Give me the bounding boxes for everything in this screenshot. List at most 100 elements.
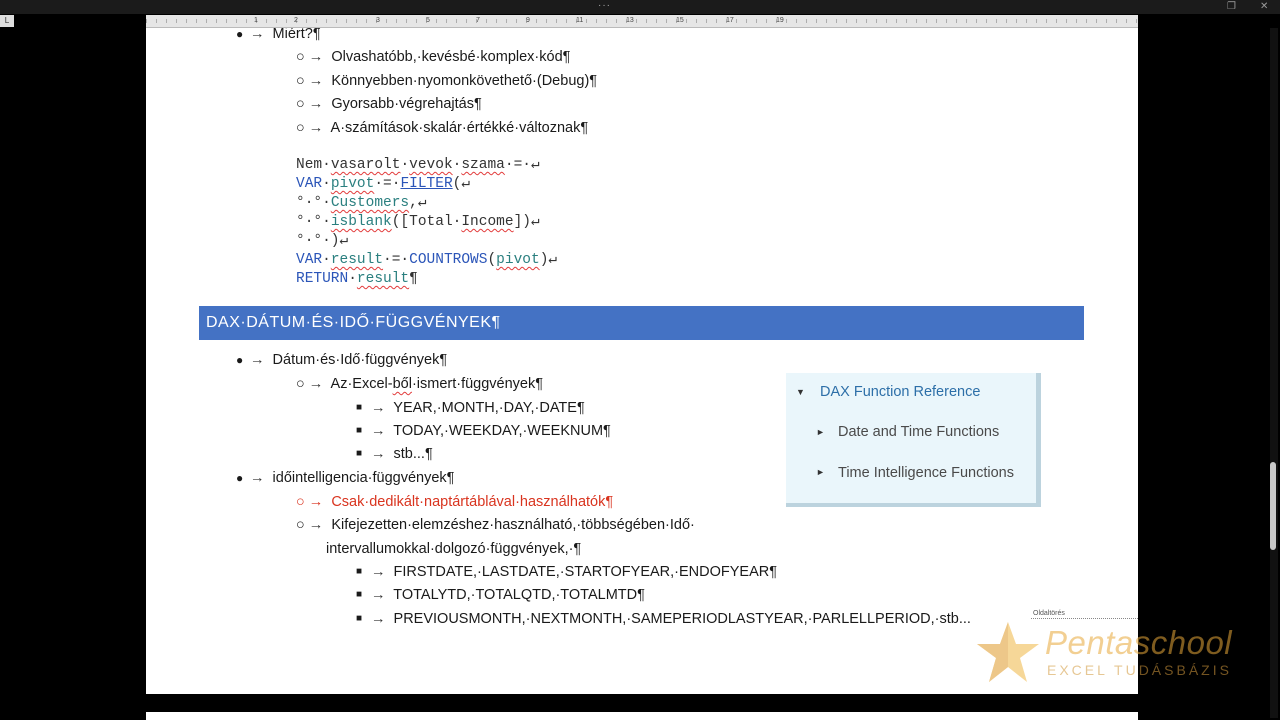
tab-arrow-icon: → [308, 73, 324, 89]
tab-arrow-icon: → [308, 49, 324, 65]
ruler-number: 1 [254, 17, 258, 24]
circle-bullet-icon: ○ [296, 120, 305, 136]
list-text: Olvashatóbb,·kevésbé·komplex·kód¶ [331, 49, 571, 65]
list-text: Miért?¶ [272, 28, 321, 42]
tab-arrow-icon: → [308, 96, 324, 112]
list-text: Csak·dedikált·naptártáblával·használható… [331, 494, 614, 510]
circle-bullet-icon: ○ [296, 96, 305, 112]
list-item: ○ → A·számítások·skalár·értékké·változna… [296, 118, 588, 138]
list-item: ● → Dátum·és·Idő·függvények¶ [236, 350, 447, 370]
list-item: ■ → TODAY,·WEEKDAY,·WEEKNUM¶ [356, 421, 611, 441]
tab-arrow-icon: → [371, 564, 386, 580]
section-heading: DAX·DÁTUM·ÉS·IDŐ·FÜGGVÉNYEK¶ [199, 306, 1084, 340]
circle-bullet-icon: ○ [296, 49, 305, 65]
list-item: ○ → Az·Excel-ből·ismert·függvények¶ [296, 374, 543, 394]
ruler-number: 3 [376, 17, 380, 24]
scrollbar-thumb[interactable] [1270, 462, 1276, 550]
tab-arrow-icon: → [250, 28, 265, 42]
code-line: °·°·Customers,↵ [296, 195, 427, 211]
tab-arrow-icon: → [308, 120, 324, 136]
square-bullet-icon: ■ [356, 448, 363, 459]
code-line: VAR·result·=·COUNTROWS(pivot)↵ [296, 252, 558, 268]
horizontal-ruler[interactable]: 1 2 3 5 7 9 11 13 15 17 19 [146, 15, 1138, 28]
ruler-number: 7 [476, 17, 480, 24]
ruler-number: 17 [726, 17, 734, 24]
expand-right-icon: ► [816, 427, 825, 437]
square-bullet-icon: ■ [356, 402, 363, 413]
list-text: stb...¶ [393, 446, 433, 462]
bullet-icon: ● [236, 28, 244, 41]
square-bullet-icon: ■ [356, 566, 363, 577]
pentaschool-logo: Pentaschool EXCEL TUDÁSBÁZIS [975, 618, 1235, 688]
circle-bullet-icon: ○ [296, 517, 305, 533]
document-page[interactable]: ● → Miért?¶ ○ → Olvashatóbb,·kevésbé·kom… [146, 28, 1138, 694]
next-page [146, 712, 1138, 720]
circle-bullet-icon: ○ [296, 376, 305, 392]
square-bullet-icon: ■ [356, 425, 363, 436]
reference-title: DAX Function Reference [820, 384, 981, 400]
code-line: °·°·)↵ [296, 233, 349, 249]
tab-selector[interactable]: L [0, 15, 14, 27]
list-item: ○ → Gyorsabb·végrehajtás¶ [296, 94, 482, 114]
expand-down-icon: ▼ [796, 387, 805, 397]
list-item: ○ → Könnyebben·nyomonkövethető·(Debug)¶ [296, 71, 597, 91]
list-text: FIRSTDATE,·LASTDATE,·STARTOFYEAR,·ENDOFY… [393, 564, 778, 580]
tab-arrow-icon: → [308, 376, 324, 392]
list-item: ■ → TOTALYTD,·TOTALQTD,·TOTALMTD¶ [356, 585, 645, 605]
star-logo-icon [977, 622, 1039, 682]
ruler-number: 5 [426, 17, 430, 24]
code-line: °·°·isblank([Total·Income])↵ [296, 214, 540, 230]
ruler-number: 15 [676, 17, 684, 24]
page-break-marker: Oldaltörés [1031, 610, 1138, 619]
list-item: ○ → Csak·dedikált·naptártáblával·használ… [296, 492, 613, 512]
tab-arrow-icon: → [250, 352, 265, 368]
list-text: PREVIOUSMONTH,·NEXTMONTH,·SAMEPERIODLAST… [393, 611, 971, 627]
ruler-number: 9 [526, 17, 530, 24]
ruler-number: 19 [776, 17, 784, 24]
ruler-number: 13 [626, 17, 634, 24]
expand-right-icon: ► [816, 467, 825, 477]
list-text: Kifejezetten·elemzéshez·használható,·töb… [331, 517, 695, 533]
list-item: ■ → FIRSTDATE,·LASTDATE,·STARTOFYEAR,·EN… [356, 562, 777, 582]
list-item: ■ → PREVIOUSMONTH,·NEXTMONTH,·SAMEPERIOD… [356, 609, 971, 629]
list-item: ● → Miért?¶ [236, 28, 321, 44]
code-line: RETURN·result¶ [296, 271, 418, 287]
tab-arrow-icon: → [250, 470, 265, 486]
close-icon[interactable]: ✕ [1260, 1, 1269, 12]
circle-bullet-icon: ○ [296, 494, 305, 510]
list-text: időintelligencia·függvények¶ [272, 470, 455, 486]
list-item: ● → időintelligencia·függvények¶ [236, 468, 454, 488]
ruler-ticks [146, 19, 1138, 23]
tab-arrow-icon: → [371, 611, 386, 627]
list-text: A·számítások·skalár·értékké·változnak¶ [330, 120, 589, 136]
restore-icon[interactable]: ❐ [1227, 1, 1236, 12]
list-text-continuation: intervallumokkal·dolgozó·függvények,·¶ [326, 541, 582, 557]
more-icon[interactable]: ··· [598, 0, 611, 11]
bullet-icon: ● [236, 471, 244, 485]
list-text: TODAY,·WEEKDAY,·WEEKNUM¶ [393, 423, 611, 439]
tab-arrow-icon: → [371, 446, 386, 462]
ruler-number: 11 [576, 17, 584, 24]
tab-arrow-icon: → [308, 494, 324, 510]
tab-arrow-icon: → [308, 517, 324, 533]
list-text: Könnyebben·nyomonkövethető·(Debug)¶ [331, 73, 598, 89]
logo-subtitle: EXCEL TUDÁSBÁZIS [1047, 662, 1232, 678]
tab-arrow-icon: → [371, 423, 386, 439]
dax-reference-image[interactable]: ▼ DAX Function Reference ► Date and Time… [786, 373, 1041, 507]
tab-arrow-icon: → [371, 400, 386, 416]
code-line: VAR·pivot·=·FILTER(↵ [296, 176, 471, 192]
title-bar: ··· ❐ ✕ [0, 0, 1280, 14]
circle-bullet-icon: ○ [296, 73, 305, 89]
ruler-number: 2 [294, 17, 298, 24]
square-bullet-icon: ■ [356, 613, 363, 624]
vertical-scrollbar[interactable] [1270, 28, 1278, 718]
list-text: Az·Excel-ből·ismert·függvények¶ [330, 376, 544, 392]
list-item: ■ → YEAR,·MONTH,·DAY,·DATE¶ [356, 398, 585, 418]
list-text: Dátum·és·Idő·függvények¶ [272, 352, 448, 368]
list-text: Gyorsabb·végrehajtás¶ [331, 96, 482, 112]
list-text: YEAR,·MONTH,·DAY,·DATE¶ [393, 400, 585, 416]
list-item: ○ → Olvashatóbb,·kevésbé·komplex·kód¶ [296, 47, 570, 67]
tab-arrow-icon: → [371, 587, 386, 603]
list-item: ○ → Kifejezetten·elemzéshez·használható,… [296, 515, 695, 535]
square-bullet-icon: ■ [356, 589, 363, 600]
